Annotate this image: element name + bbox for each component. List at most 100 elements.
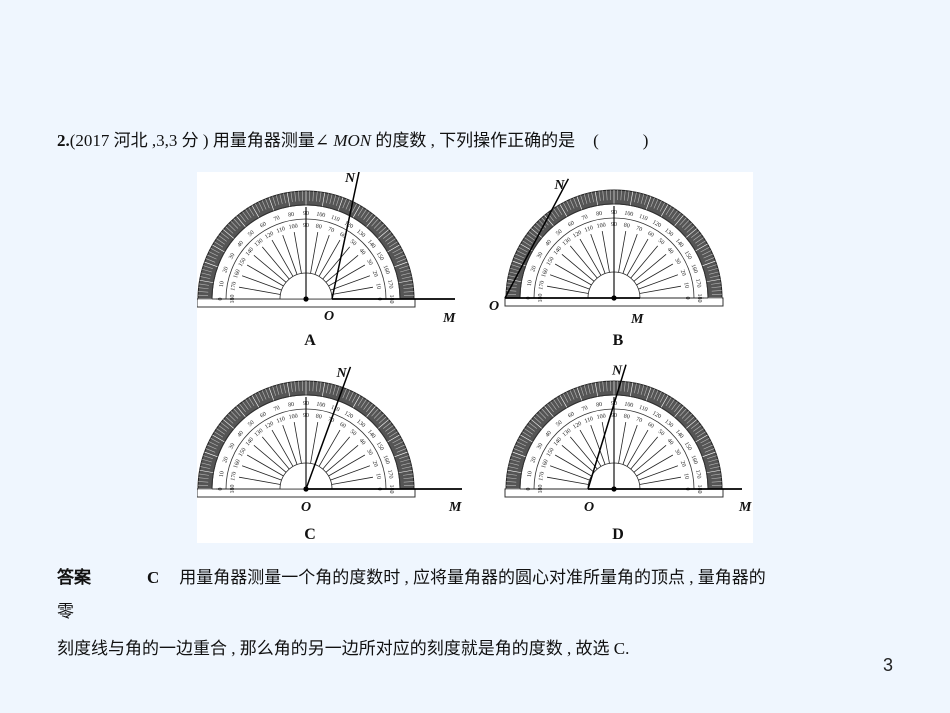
inner-scale-label: 110 — [276, 416, 286, 425]
outer-scale-label: 70 — [581, 405, 589, 413]
page-number: 3 — [883, 655, 894, 675]
inner-scale-label: 170 — [538, 471, 545, 481]
ray-ON — [331, 172, 360, 300]
outer-scale-label: 140 — [674, 238, 684, 249]
outer-scale-label: 70 — [273, 405, 281, 413]
inner-scale-label: 140 — [245, 247, 255, 258]
outer-scale-label: 10 — [527, 280, 534, 287]
inner-scale-label: 90 — [611, 222, 617, 228]
inner-scale-label: 120 — [572, 421, 583, 431]
inner-scale-label: 60 — [646, 422, 654, 430]
outer-scale-label: 110 — [638, 405, 648, 414]
inner-scale-label: 30 — [673, 257, 681, 265]
inner-scale-label: 130 — [254, 428, 265, 438]
outer-scale-label: 160 — [382, 455, 391, 466]
inner-scale-label: 90 — [303, 223, 309, 229]
inner-scale-label: 0 — [684, 297, 690, 300]
label-N: N — [611, 364, 623, 379]
outer-scale-label: 100 — [316, 212, 326, 219]
outer-scale-label: 100 — [624, 402, 634, 409]
outer-scale-label: 130 — [355, 419, 366, 429]
inner-scale-label: 60 — [338, 422, 346, 430]
inner-scale-label: 160 — [541, 459, 550, 470]
inner-scale-label: 140 — [553, 246, 563, 257]
outer-scale-label: 40 — [545, 239, 553, 247]
outer-scale-label: 20 — [222, 456, 230, 464]
inner-scale-label: 30 — [673, 448, 681, 456]
question-text-after: 的度数 , 下列操作正确的是 — [371, 131, 576, 150]
inner-scale-label: 70 — [635, 226, 643, 234]
inner-scale-label: 20 — [679, 269, 687, 277]
outer-scale-label: 30 — [228, 252, 236, 260]
inner-scale-label: 50 — [657, 238, 665, 246]
inner-scale-label: 100 — [288, 223, 298, 230]
outer-scale-label: 50 — [555, 420, 563, 428]
outer-scale-label: 110 — [330, 215, 340, 224]
inner-scale-label: 60 — [646, 231, 654, 239]
inner-scale-label: 50 — [349, 429, 357, 437]
outer-scale-label: 60 — [567, 220, 575, 228]
answer-explanation-1: 用量角器测量一个角的度数时 , 应将量角器的圆心对准所量角的顶点 , 量角器的 — [179, 568, 766, 587]
outer-scale-label: 40 — [545, 430, 553, 438]
ray-ON — [587, 364, 627, 490]
inner-scale-label: 120 — [572, 230, 583, 240]
label-M: M — [738, 500, 752, 515]
inner-scale-label: 150 — [546, 447, 556, 458]
inner-scale-label: 120 — [264, 421, 275, 431]
inner-scale-label: 20 — [679, 460, 687, 468]
inner-scale-label: 80 — [623, 414, 630, 421]
outer-scale-label: 20 — [530, 456, 538, 464]
outer-scale-label: 0 — [526, 488, 532, 491]
question-text-before: 用量角器测量∠ — [208, 131, 334, 150]
outer-scale-label: 50 — [247, 230, 255, 238]
outer-scale-label: 90 — [303, 401, 309, 407]
inner-scale-label: 40 — [666, 247, 674, 255]
inner-scale-label: 40 — [358, 438, 366, 446]
outer-scale-label: 10 — [219, 281, 226, 288]
inner-scale-label: 70 — [635, 417, 643, 425]
inner-scale-label: 80 — [315, 224, 322, 231]
outer-scale-label: 170 — [386, 279, 393, 289]
outer-scale-label: 60 — [259, 221, 267, 229]
inner-scale-label: 110 — [276, 226, 286, 235]
inner-scale-label: 130 — [254, 238, 265, 248]
outer-scale-label: 20 — [222, 266, 230, 274]
label-N: N — [335, 366, 347, 381]
inner-scale-label: 80 — [623, 223, 630, 230]
protractor-B: 0180101702016030150401405013060120701108… — [489, 178, 724, 349]
outer-scale-label: 170 — [694, 278, 701, 288]
inner-scale-label: 50 — [657, 429, 665, 437]
inner-scale-label: 50 — [349, 239, 357, 247]
outer-scale-label: 170 — [694, 469, 701, 479]
inner-scale-label: 150 — [238, 447, 248, 458]
inner-scale-label: 160 — [541, 268, 550, 279]
outer-scale-label: 70 — [581, 214, 589, 222]
inner-scale-label: 30 — [365, 258, 373, 266]
inner-scale-label: 110 — [584, 225, 594, 234]
outer-scale-label: 90 — [303, 211, 309, 217]
inner-scale-label: 10 — [374, 283, 381, 290]
inner-scale-label: 140 — [553, 437, 563, 448]
inner-scale-label: 100 — [288, 413, 298, 420]
label-M: M — [630, 312, 644, 327]
label-N: N — [344, 172, 356, 186]
panel-caption: B — [613, 332, 624, 349]
label-O: O — [489, 299, 499, 314]
outer-scale-label: 120 — [651, 411, 662, 421]
panel-caption: C — [304, 526, 316, 543]
answer-label: 答案 — [57, 568, 91, 587]
outer-scale-label: 100 — [624, 211, 634, 218]
answer-choice: C — [147, 568, 160, 587]
angle-name: MON — [333, 131, 372, 150]
answer-line-3: 刻度线与角的一边重合 , 那么角的另一边所对应的刻度就是角的度数 , 故选 C. — [57, 634, 629, 659]
outer-scale-label: 150 — [375, 441, 385, 452]
outer-scale-label: 0 — [218, 488, 224, 491]
inner-scale-label: 150 — [238, 257, 248, 268]
answer-explanation-2: 零 — [57, 602, 74, 621]
ray-ON — [305, 366, 352, 490]
answer-explanation-3: 刻度线与角的一边重合 , 那么角的另一边所对应的刻度就是角的度数 , 故选 C. — [57, 639, 630, 658]
outer-scale-label: 140 — [366, 239, 376, 250]
label-M: M — [448, 500, 462, 515]
